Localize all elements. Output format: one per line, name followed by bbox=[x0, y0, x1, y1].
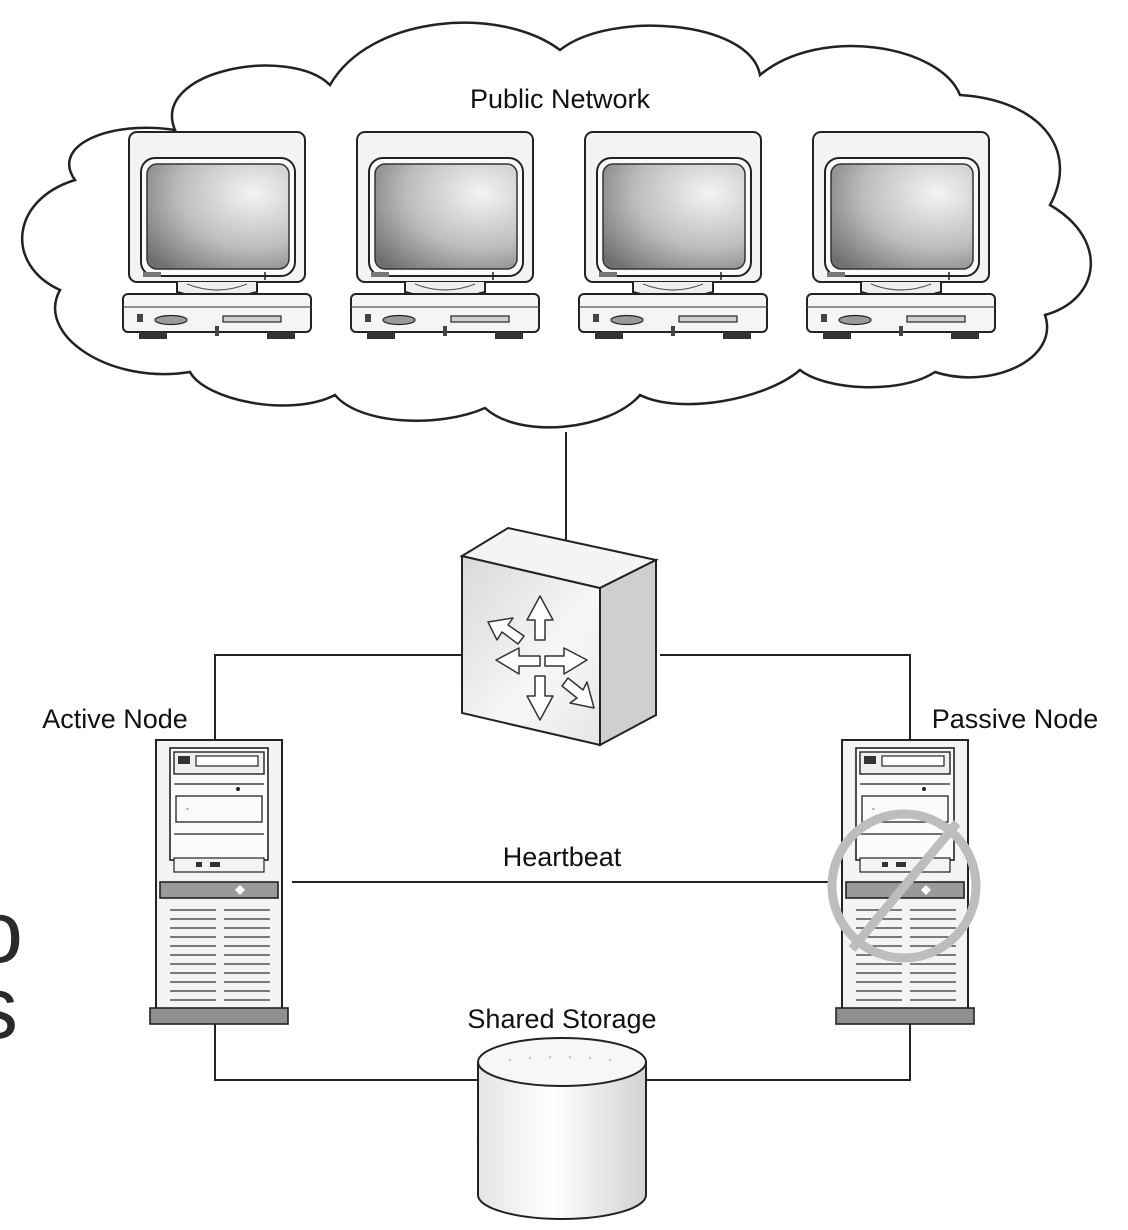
disabled-status-icon bbox=[827, 809, 981, 963]
active-server-icon bbox=[149, 739, 289, 1025]
router-icon bbox=[459, 526, 659, 747]
shared-storage-icon bbox=[477, 1037, 647, 1220]
heartbeat-label: Heartbeat bbox=[503, 842, 622, 872]
clipped-edge-text-2: s bbox=[0, 958, 18, 1057]
link-active-storage bbox=[214, 1022, 478, 1081]
client-computer-icon-1 bbox=[122, 131, 312, 340]
clipped-edge-text-1: o bbox=[0, 882, 23, 981]
client-computer-icon-4 bbox=[806, 131, 996, 340]
active-node-label: Active Node bbox=[42, 704, 188, 734]
client-computer-icon-3 bbox=[578, 131, 768, 340]
client-computer-icon-2 bbox=[350, 131, 540, 340]
public-network-label: Public Network bbox=[470, 84, 651, 114]
link-router-passive bbox=[660, 654, 911, 745]
link-router-active bbox=[214, 654, 470, 745]
passive-node-label: Passive Node bbox=[932, 704, 1099, 734]
link-passive-storage bbox=[646, 1022, 911, 1081]
connection-lines bbox=[214, 432, 911, 1081]
shared-storage-label: Shared Storage bbox=[467, 1004, 656, 1034]
